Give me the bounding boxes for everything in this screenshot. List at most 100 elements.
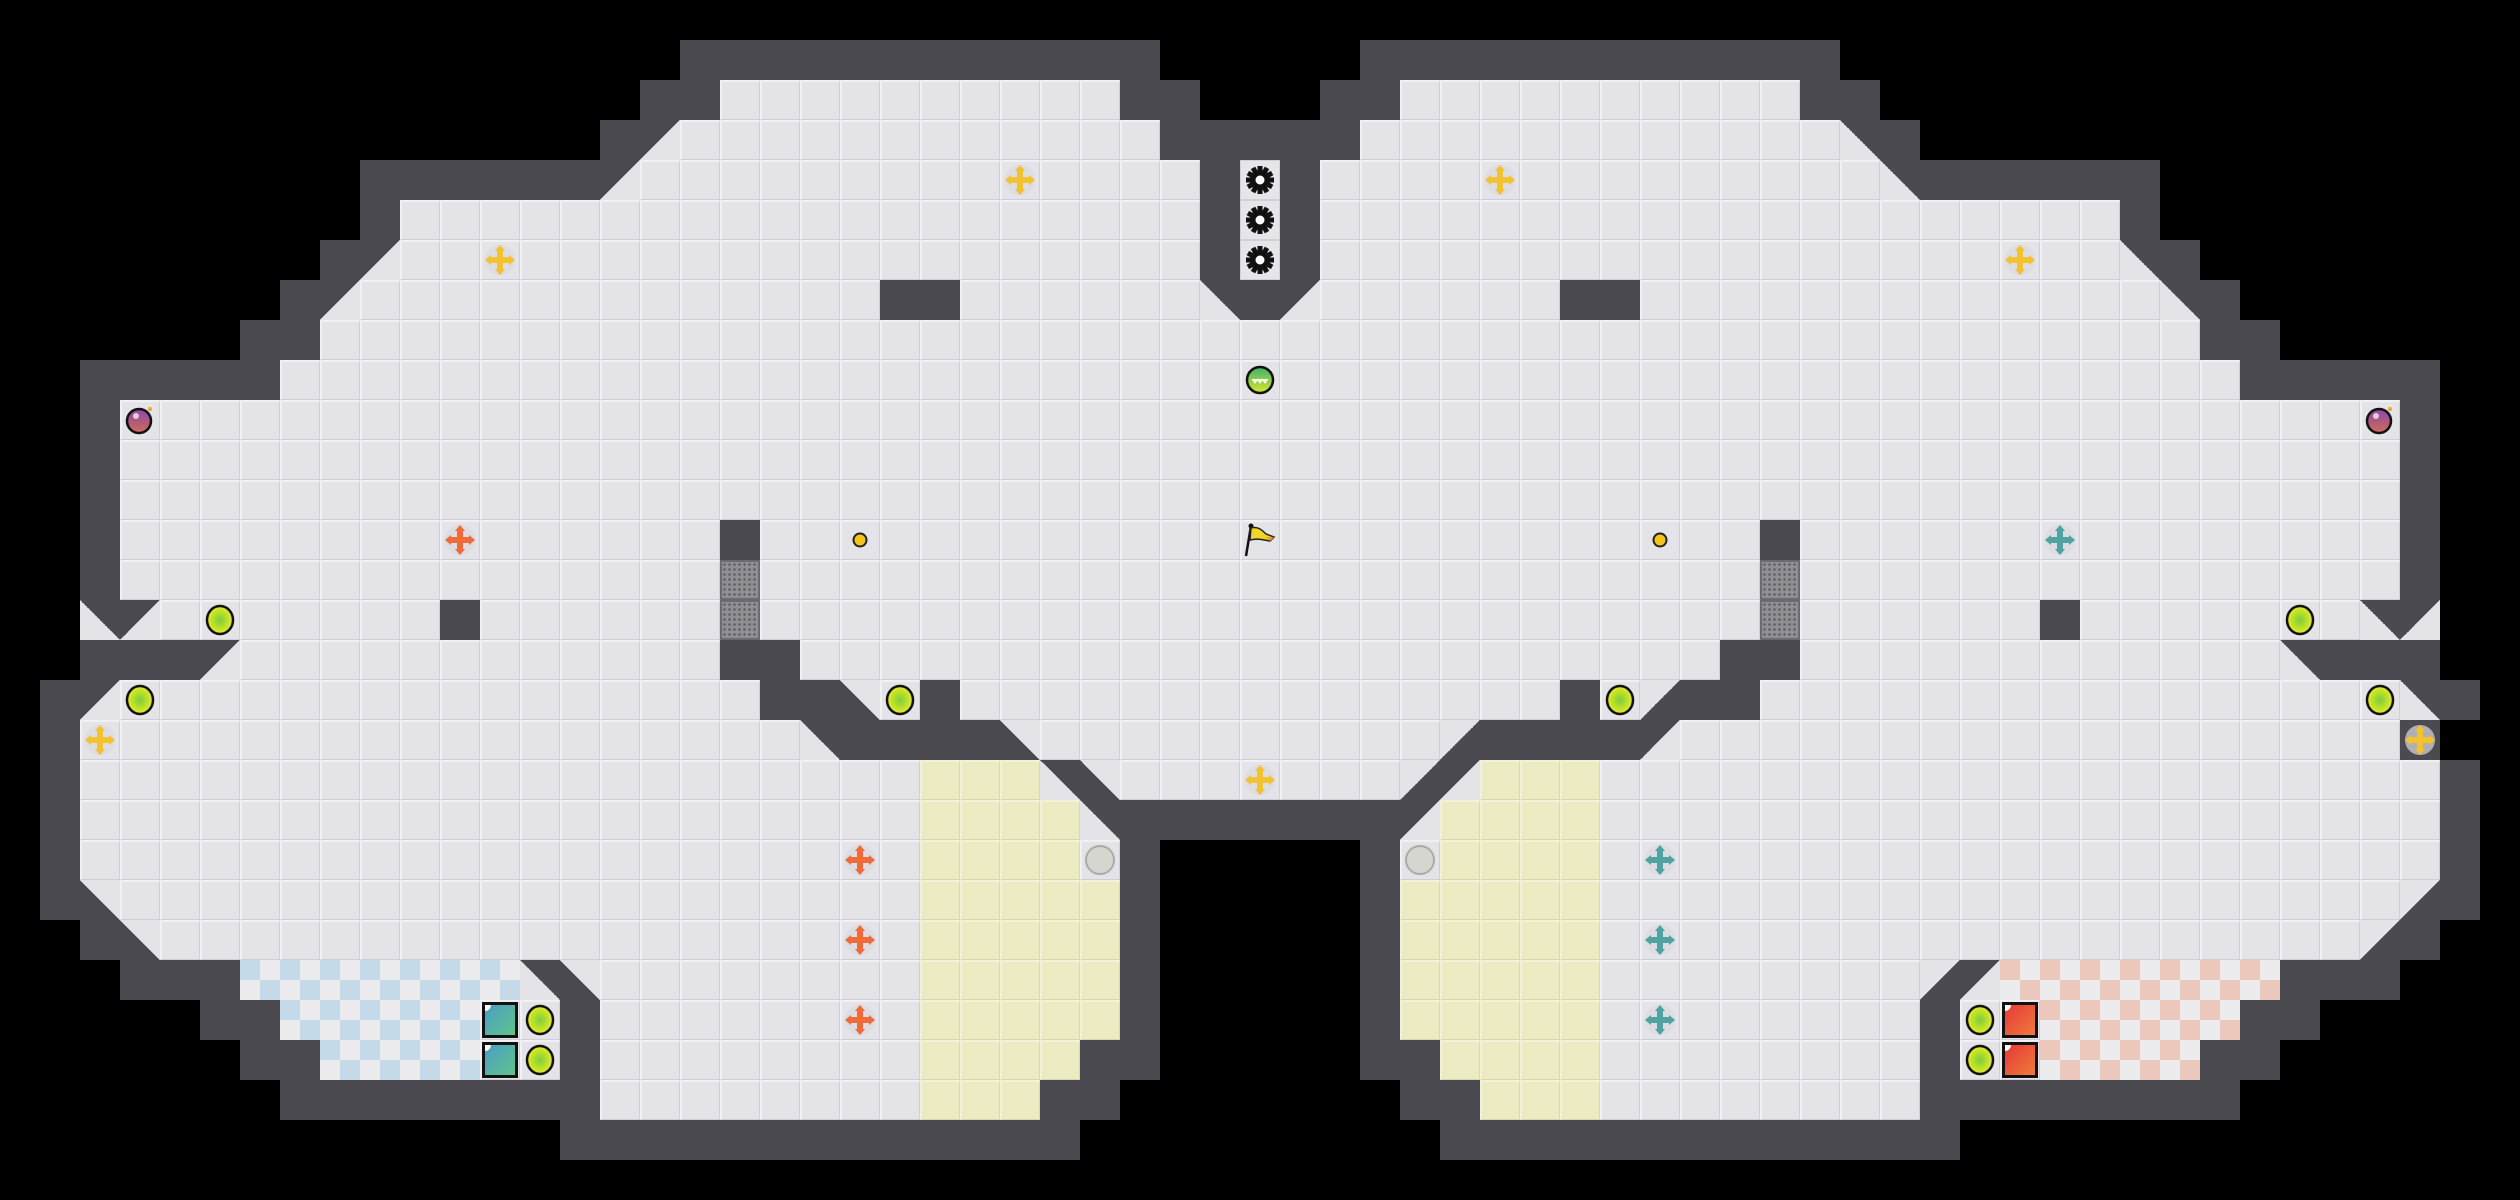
floor-tile xyxy=(2200,480,2240,520)
floor-tile xyxy=(1360,120,1400,160)
floor-tile xyxy=(1800,840,1840,880)
floor-tile xyxy=(280,920,320,960)
floor-tile xyxy=(120,480,160,520)
floor-tile xyxy=(1360,760,1400,800)
floor-tile xyxy=(920,200,960,240)
floor-tile xyxy=(640,1080,680,1120)
teal-team-arrow-cross-icon xyxy=(1640,840,1680,880)
floor-tile xyxy=(2280,560,2320,600)
neutral-zone-tile xyxy=(1520,840,1560,880)
floor-tile xyxy=(2400,800,2440,840)
floor-tile xyxy=(360,480,400,520)
neutral-zone-tile xyxy=(1080,1000,1120,1040)
floor-tile xyxy=(1160,720,1200,760)
floor-tile xyxy=(1880,960,1920,1000)
diagonal-wall-tile xyxy=(2400,880,2440,920)
floor-tile xyxy=(840,1080,880,1120)
floor-tile xyxy=(1440,640,1480,680)
floor-tile xyxy=(1360,360,1400,400)
wall-tile xyxy=(80,560,120,600)
floor-tile xyxy=(1360,560,1400,600)
floor-tile xyxy=(640,600,680,640)
wall-tile xyxy=(1360,1040,1400,1080)
floor-tile xyxy=(760,840,800,880)
wall-tile xyxy=(480,1080,520,1120)
floor-tile xyxy=(600,880,640,920)
orange-team-arrow-cross-icon xyxy=(440,520,480,560)
diagonal-wall-tile xyxy=(2160,280,2200,320)
floor-tile xyxy=(1360,600,1400,640)
floor-tile xyxy=(1400,720,1440,760)
floor-tile xyxy=(840,960,880,1000)
floor-tile xyxy=(1120,120,1160,160)
floor-tile xyxy=(1640,280,1680,320)
floor-tile xyxy=(2320,520,2360,560)
floor-tile xyxy=(1040,160,1080,200)
blue-endzone-tile xyxy=(280,1000,320,1040)
floor-tile xyxy=(680,560,720,600)
wall-tile xyxy=(920,1120,960,1160)
wall-tile xyxy=(1440,1080,1480,1120)
neutral-zone-tile xyxy=(1000,1040,1040,1080)
floor-tile xyxy=(560,640,600,680)
floor-tile xyxy=(1840,400,1880,440)
floor-tile xyxy=(2280,400,2320,440)
floor-tile xyxy=(1080,640,1120,680)
wall-tile xyxy=(1320,80,1360,120)
wall-tile xyxy=(800,680,840,720)
wall-tile xyxy=(920,280,960,320)
floor-tile xyxy=(2000,520,2040,560)
grate-tile-icon xyxy=(1760,560,1800,600)
floor-tile xyxy=(80,760,120,800)
floor-tile xyxy=(1960,840,2000,880)
floor-tile xyxy=(2360,560,2400,600)
floor-tile xyxy=(2240,400,2280,440)
neutral-zone-tile xyxy=(920,920,960,960)
floor-tile xyxy=(1520,520,1560,560)
floor-tile xyxy=(480,480,520,520)
neutral-zone-tile xyxy=(1480,840,1520,880)
floor-tile xyxy=(1840,680,1880,720)
floor-tile xyxy=(400,640,440,680)
floor-tile xyxy=(2200,760,2240,800)
wall-tile xyxy=(1200,120,1240,160)
floor-tile xyxy=(2040,920,2080,960)
floor-tile xyxy=(200,800,240,840)
floor-tile xyxy=(1160,200,1200,240)
floor-tile xyxy=(760,280,800,320)
wall-tile xyxy=(160,960,200,1000)
floor-tile xyxy=(440,440,480,480)
yellow-button-icon xyxy=(840,520,880,560)
floor-tile xyxy=(520,600,560,640)
wall-tile xyxy=(200,360,240,400)
floor-tile xyxy=(1760,160,1800,200)
floor-tile xyxy=(1880,760,1920,800)
diagonal-wall-tile xyxy=(2360,920,2400,960)
wall-tile xyxy=(2440,680,2480,720)
neutral-zone-tile xyxy=(960,1000,1000,1040)
floor-tile xyxy=(560,320,600,360)
floor-tile xyxy=(1640,80,1680,120)
floor-tile xyxy=(680,1040,720,1080)
neutral-zone-tile xyxy=(1000,880,1040,920)
floor-tile xyxy=(1880,440,1920,480)
wall-tile xyxy=(2400,480,2440,520)
floor-tile xyxy=(1840,480,1880,520)
floor-tile xyxy=(280,800,320,840)
floor-tile xyxy=(400,320,440,360)
floor-tile xyxy=(440,280,480,320)
floor-tile xyxy=(1960,920,2000,960)
floor-tile xyxy=(1600,480,1640,520)
floor-tile xyxy=(1520,80,1560,120)
wall-tile xyxy=(1920,1080,1960,1120)
floor-tile xyxy=(560,440,600,480)
floor-tile xyxy=(760,600,800,640)
floor-tile xyxy=(2240,680,2280,720)
neutral-zone-tile xyxy=(920,1040,960,1080)
floor-tile xyxy=(880,880,920,920)
floor-tile xyxy=(1760,400,1800,440)
floor-tile xyxy=(2320,480,2360,520)
floor-tile xyxy=(1480,280,1520,320)
floor-tile xyxy=(1880,1000,1920,1040)
wall-tile xyxy=(560,1000,600,1040)
